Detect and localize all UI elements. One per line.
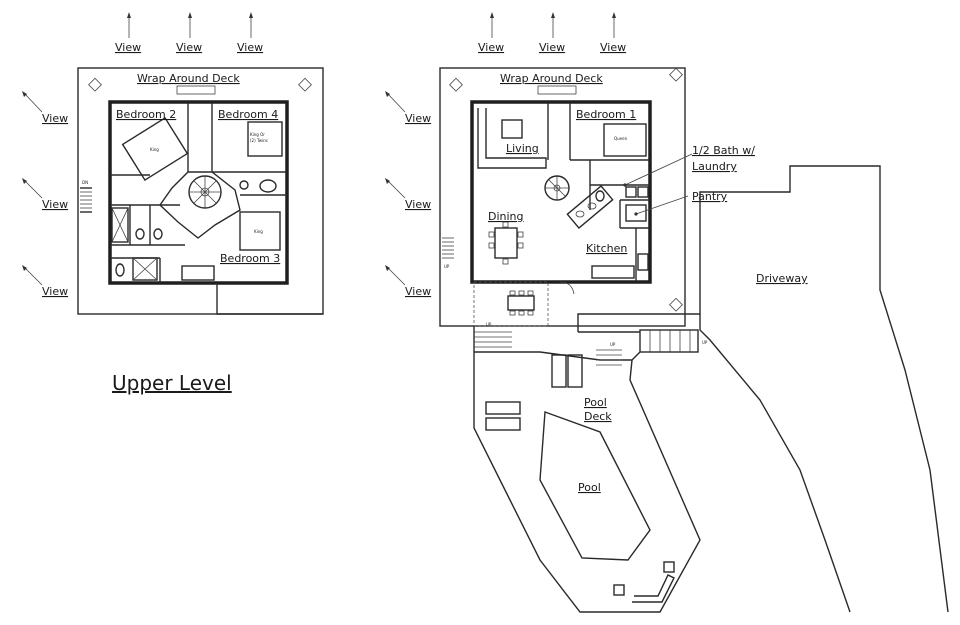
deck-dining-area <box>473 281 549 327</box>
view-label: View <box>405 198 431 211</box>
upper-view-markers: View View View View View View <box>22 12 263 298</box>
fridge <box>637 253 649 271</box>
main-stairs-left: UP <box>442 237 454 269</box>
living-sofa <box>477 108 547 169</box>
view-label: View <box>42 285 68 298</box>
bed-label-king-3: King <box>254 229 263 234</box>
kitchen-island <box>566 184 614 230</box>
upper-level-plan: King King Or (2) Twins King <box>22 12 324 395</box>
dryer <box>637 186 649 198</box>
view-label: View <box>600 41 626 54</box>
main-view-markers: View View View View View View <box>385 12 626 298</box>
washer <box>625 186 637 198</box>
view-label: View <box>42 112 68 125</box>
kitchen-counter <box>591 265 635 279</box>
upper-tub <box>259 179 277 193</box>
upper-extension-outline <box>216 283 323 315</box>
pool-label: Pool <box>578 481 601 494</box>
kitchen-label: Kitchen <box>586 242 627 255</box>
pantry-label: Pantry <box>692 190 728 203</box>
bedroom-3-bed: King <box>239 211 281 251</box>
upper-level-title: Upper Level <box>112 371 232 395</box>
view-label: View <box>237 41 263 54</box>
main-level-plan: Queen <box>385 12 755 327</box>
main-wrap-deck-label: Wrap Around Deck <box>500 72 603 85</box>
lounger <box>485 401 521 415</box>
half-bath-label-1: 1/2 Bath w/ <box>692 144 755 157</box>
view-label: View <box>42 198 68 211</box>
upper-wrap-deck-label: Wrap Around Deck <box>137 72 240 85</box>
upper-shower-2 <box>132 257 158 281</box>
stairs-dn-label: DN <box>82 180 88 185</box>
upper-house-walls <box>108 100 289 285</box>
bedroom-3-label: Bedroom 3 <box>220 252 280 265</box>
view-label: View <box>539 41 565 54</box>
pool-deck-label-1: Pool <box>584 396 607 409</box>
pool-deck: UP UP Pool Pool Deck <box>473 322 701 613</box>
driveway: Driveway <box>577 165 949 613</box>
deck-dining-table <box>507 290 535 316</box>
upper-vanity <box>181 265 215 281</box>
pool-bench <box>632 574 675 603</box>
bedroom-2-bed: King <box>121 116 189 182</box>
bed-label-twins: (2) Twins <box>250 138 268 143</box>
pool-chair <box>663 561 675 573</box>
dining-table <box>488 221 524 265</box>
pool-deck-stairs-2: UP <box>596 342 622 366</box>
pool-shape <box>539 411 651 561</box>
view-label: View <box>405 112 431 125</box>
upper-central-hall <box>159 171 241 239</box>
bedroom-1-label: Bedroom 1 <box>576 108 636 121</box>
upper-toilet-1 <box>135 228 145 240</box>
dining-label: Dining <box>488 210 524 223</box>
upper-toilet-3 <box>115 263 125 277</box>
pool-deck-label-2: Deck <box>584 410 612 423</box>
pool-stairs-up-label-2: UP <box>610 342 616 347</box>
driveway-stairs: UP <box>639 329 708 353</box>
living-label: Living <box>506 142 539 155</box>
upper-shower <box>111 207 129 243</box>
pool-chair <box>613 584 625 596</box>
view-label: View <box>115 41 141 54</box>
lounger <box>485 417 521 431</box>
upper-deck-outline <box>77 67 324 315</box>
pantry-shelf <box>625 204 647 222</box>
main-toilet <box>595 190 605 202</box>
bedroom-1-bed: Queen <box>603 123 647 157</box>
view-label: View <box>405 285 431 298</box>
pool-stairs-up-label: UP <box>486 322 492 327</box>
upper-toilet-2 <box>153 228 163 240</box>
bedroom-4-label: Bedroom 4 <box>218 108 278 121</box>
lounger <box>567 354 583 388</box>
main-stairs-up-label: UP <box>444 264 450 269</box>
lounger <box>551 354 567 388</box>
bed-label-queen: Queen <box>614 136 628 141</box>
living-table <box>501 119 523 139</box>
bedroom-4-bed: King Or (2) Twins <box>247 121 283 157</box>
driveway-label: Driveway <box>756 272 808 285</box>
view-label: View <box>176 41 202 54</box>
bedroom-2-label: Bedroom 2 <box>116 108 176 121</box>
upper-stairs-down: DN <box>80 180 92 213</box>
half-bath-label-2: Laundry <box>692 160 737 173</box>
bed-label-king-or: King Or <box>250 132 265 137</box>
pool-deck-stairs: UP <box>474 322 512 348</box>
bed-label-king: King <box>150 147 159 152</box>
view-label: View <box>478 41 504 54</box>
upper-sink <box>239 180 249 190</box>
driveway-stairs-up-label: UP <box>702 340 708 345</box>
